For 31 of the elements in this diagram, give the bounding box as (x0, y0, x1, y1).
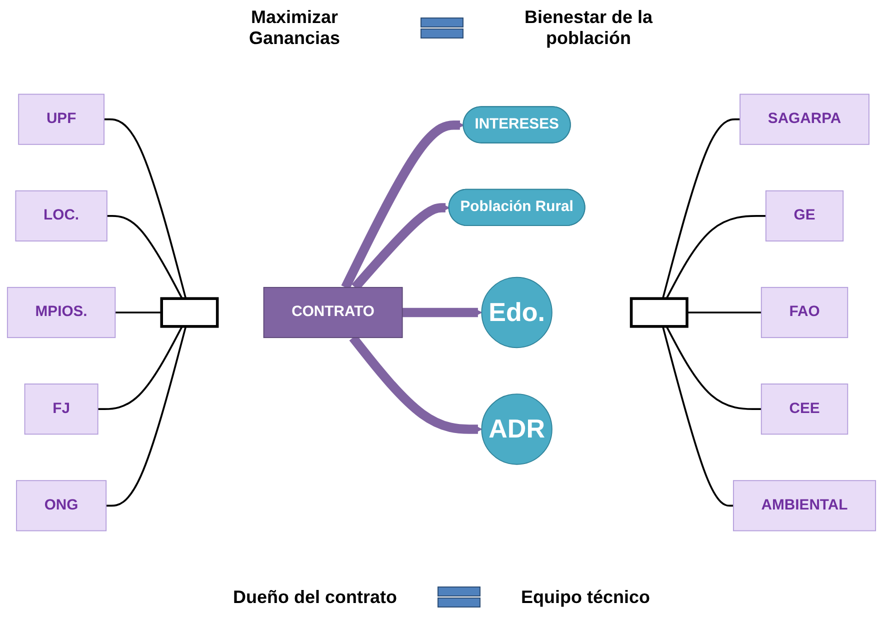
caption-text: Dueño del contrato (232, 586, 397, 608)
connector (666, 214, 766, 299)
node-box: UPF (18, 94, 104, 145)
node-box: CONTRATO (263, 286, 403, 338)
connector (662, 118, 740, 299)
connector (666, 326, 762, 410)
caption-text: Maximizar Ganancias (248, 7, 342, 49)
node-box: CEE (760, 384, 848, 435)
connector (106, 326, 187, 507)
node-box: LOC. (15, 190, 108, 242)
node-box: FAO (760, 286, 848, 338)
node-box: SAGARPA (740, 94, 870, 145)
node-bracket (630, 297, 688, 328)
arrow (402, 308, 482, 318)
connector (687, 312, 762, 314)
node-box: AMBIENTAL (732, 480, 876, 532)
node-box: GE (765, 190, 844, 242)
connector (662, 326, 734, 507)
node-box: FJ (24, 384, 98, 435)
connector (106, 214, 183, 299)
node-circle: ADR (481, 394, 552, 465)
caption-text: Equipo técnico (521, 586, 650, 608)
connector (98, 326, 183, 410)
node-bracket (160, 297, 219, 328)
node-box: MPIOS. (6, 286, 116, 338)
connector (115, 312, 162, 314)
node-circle: Edo. (481, 276, 552, 348)
connector (104, 118, 187, 299)
arrow (341, 120, 464, 290)
node-box: ONG (16, 480, 107, 532)
caption-text: Bienestar de la población (523, 7, 654, 49)
